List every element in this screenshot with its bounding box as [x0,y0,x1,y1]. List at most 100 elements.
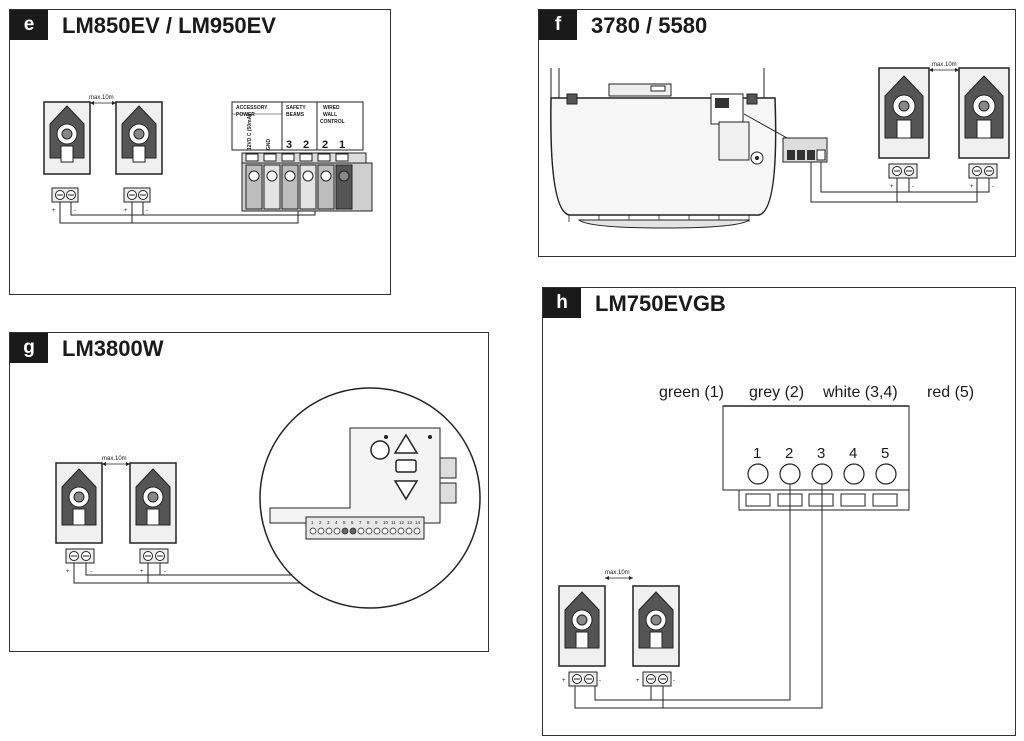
sensor-right [129,462,177,544]
minus-label: - [673,678,675,684]
minus-label: - [912,184,914,190]
strip-terminal [413,527,421,535]
plus-label: + [66,569,70,575]
sensor-right [115,101,163,175]
svg-text:2: 2 [322,139,328,151]
strip-terminal-label: 4 [335,520,338,525]
panel-e-title: LM850EV / LM950EV [62,13,276,38]
panel-f: f 3780 / 5580 [538,9,1016,257]
plus-label: + [140,569,144,575]
strip-terminal-label: 13 [407,520,413,525]
opener-terminal-block: 1 2 3 4 5 [722,405,910,511]
svg-text:3: 3 [817,445,825,462]
strip-terminal [397,527,405,535]
strip-terminal [357,527,365,535]
terminal-block-right [968,163,998,179]
panel-f-title: 3780 / 5580 [591,13,708,38]
strip-terminal [309,527,317,535]
svg-text:2: 2 [785,445,793,462]
minus-label: - [90,569,92,575]
sensor-left [43,101,91,175]
strip-terminal [341,527,349,535]
svg-text:GND: GND [266,139,272,151]
minus-label: - [599,678,601,684]
terminal-block-right [642,671,672,687]
minus-label: - [146,208,148,214]
terminal-block-left [51,187,79,203]
plus-label: + [636,678,640,684]
svg-text:1: 1 [339,139,345,151]
terminal-block-left [568,671,598,687]
panel-e: e LM850EV / LM950EV max.10m [9,9,391,295]
strip-terminal [373,527,381,535]
terminal-block-right [139,548,169,564]
panel-g: g LM3800W max.10m + - [9,332,489,652]
strip-terminal-label: 6 [351,520,354,525]
terminal-block-right [123,187,151,203]
panel-h-title: LM750EVGB [595,291,726,316]
minus-label: - [992,184,994,190]
wire-label-white: white (3,4) [822,384,898,401]
strip-terminal-label: 7 [359,520,362,525]
panel-g-badge: g [10,333,48,363]
strip-terminal-label: 2 [319,520,322,525]
svg-text:WIRED: WIRED [323,105,340,111]
plus-label: + [890,184,894,190]
plus-label: + [124,208,128,214]
svg-text:2: 2 [303,139,309,151]
panel-f-diagram: max.10m + - + - [550,62,1010,229]
panel-h-diagram: green (1) grey (2) white (3,4) red (5) 1… [558,384,974,709]
strip-terminal-label: 8 [367,520,370,525]
opener-unit [550,68,777,229]
svg-text:5: 5 [881,445,889,462]
svg-text:CONTROL: CONTROL [320,119,345,125]
sensor-right [632,585,680,667]
panel-e-badge: e [10,10,48,40]
svg-text:ACCESSORY: ACCESSORY [236,105,268,111]
strip-terminal [381,527,389,535]
panel-g-distance: max.10m [102,456,127,462]
panel-e-distance: max.10m [89,95,114,101]
strip-terminal-label: 5 [343,520,346,525]
opener-terminal-block: ACCESSORY POWER SAFETY BEAMS WIRED WALL … [231,101,373,212]
panel-f-distance: max.10m [932,62,957,68]
sensor-left [558,585,606,667]
minus-label: - [164,569,166,575]
svg-text:POWER: POWER [236,112,255,118]
svg-text:1: 1 [753,445,761,462]
strip-terminal-label: 10 [383,520,389,525]
wire-label-grey: grey (2) [749,384,804,401]
panel-h: h LM750EVGB green (1) grey (2) white (3,… [542,287,1016,736]
panel-h-distance: max.10m [605,570,630,576]
wire-label-green: green (1) [659,384,724,401]
plus-label: + [52,208,56,214]
svg-text:12VD C (50mA): 12VD C (50mA) [247,114,253,150]
strip-terminal [389,527,397,535]
strip-terminal [405,527,413,535]
panel-h-badge: h [543,288,581,318]
terminal-block-left [888,163,918,179]
strip-terminal [365,527,373,535]
plus-label: + [562,678,566,684]
plus-label: + [970,184,974,190]
svg-text:WALL: WALL [323,112,337,118]
svg-text:SAFETY: SAFETY [286,105,306,111]
connector-plug [782,137,828,163]
strip-terminal-label: 1 [311,520,314,525]
strip-terminal [317,527,325,535]
wire-label-red: red (5) [927,384,974,401]
svg-text:BEAMS: BEAMS [286,112,305,118]
minus-label: - [74,208,76,214]
strip-terminal-label: 12 [399,520,405,525]
svg-text:3: 3 [286,139,292,151]
strip-terminal-label: 9 [375,520,378,525]
panel-g-title: LM3800W [62,336,164,361]
sensor-left [55,462,103,544]
panel-f-badge: f [539,10,577,40]
panel-e-diagram: max.10m + - + - ACCESSORY POWER SAFE [43,95,373,224]
strip-terminal-label: 14 [415,520,421,525]
strip-terminal [349,527,357,535]
strip-terminal-label: 11 [391,520,396,525]
